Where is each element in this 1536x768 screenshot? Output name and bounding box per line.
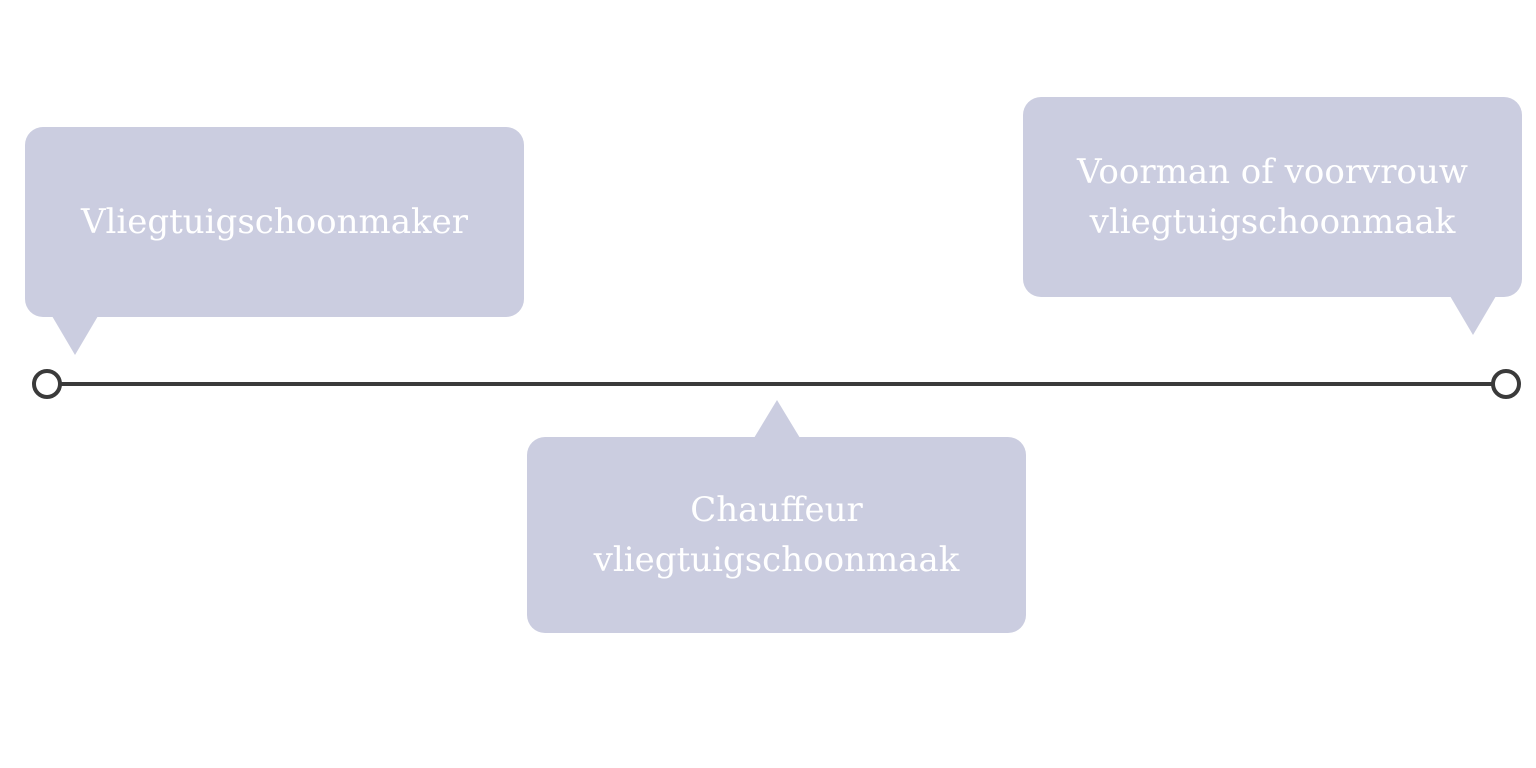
event-label: Vliegtuigschoonmaker: [80, 202, 469, 242]
event-label: Chauffeur vliegtuigschoonmaak: [593, 490, 960, 580]
timeline-axis: [60, 382, 1492, 386]
bubble-pointer: [52, 316, 98, 355]
timeline-end-marker: [1491, 369, 1521, 399]
event-bubble-chauffeur: Chauffeur vliegtuigschoonmaak: [527, 437, 1026, 633]
event-bubble-voorman: Voorman of voorvrouw vliegtuigschoonmaak: [1023, 97, 1522, 297]
bubble-pointer: [1450, 296, 1496, 335]
event-bubble-vliegtuigschoonmaker: Vliegtuigschoonmaker: [25, 127, 524, 317]
timeline-start-marker: [32, 369, 62, 399]
event-label: Voorman of voorvrouw vliegtuigschoonmaak: [1076, 152, 1469, 242]
bubble-pointer: [754, 400, 800, 438]
